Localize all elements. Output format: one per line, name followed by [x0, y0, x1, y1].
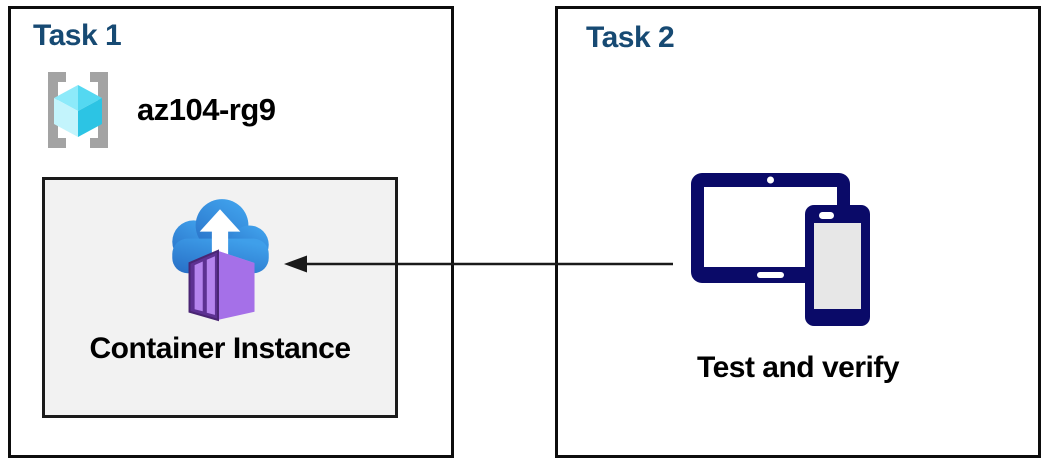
arrowhead-left [284, 255, 307, 273]
task2-title: Task 2 [586, 21, 675, 54]
tablet-home-button [757, 272, 784, 278]
phone-icon [805, 205, 870, 326]
upload-arrow [199, 209, 241, 259]
container-instance-card: Container Instance [42, 177, 398, 418]
devices-label: Test and verify [696, 351, 900, 384]
container-instance-icon [172, 199, 269, 322]
cube-glyph [54, 85, 102, 137]
task1-panel: Task 1 az104-rg9 [8, 6, 454, 458]
devices-wrap [688, 163, 878, 343]
tablet-and-phone-icon [691, 173, 870, 326]
phone-speaker [819, 212, 834, 219]
task2-to-container-arrow [284, 255, 673, 273]
task2-panel: Task 2 Test and verify [555, 6, 1041, 458]
resource-group-row: az104-rg9 [33, 64, 276, 156]
right-bracket [90, 72, 108, 148]
left-bracket [48, 72, 66, 148]
task1-title: Task 1 [33, 19, 122, 52]
tablet-camera-dot [767, 176, 774, 184]
container-box [188, 249, 255, 322]
resource-group-icon [48, 72, 108, 148]
resource-group-name: az104-rg9 [137, 92, 276, 127]
container-instance-label: Container Instance [89, 332, 351, 365]
